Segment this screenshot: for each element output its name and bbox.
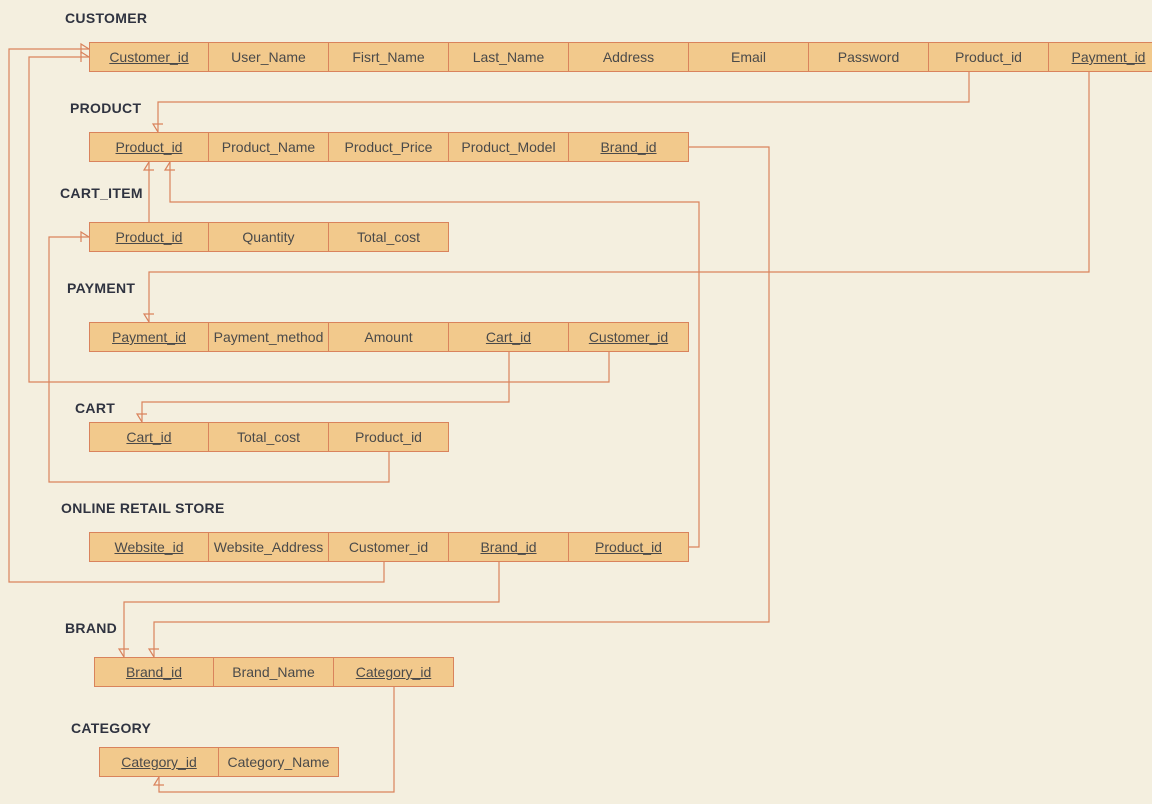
cart-field-total-cost: Total_cost	[208, 422, 329, 452]
payment-field-customer-id: Customer_id	[568, 322, 689, 352]
customer-field-last-name: Last_Name	[448, 42, 569, 72]
store-customer-id-to-customer-connector	[8, 42, 385, 583]
online-retail-store-field-customer-id: Customer_id	[328, 532, 449, 562]
customer-payment-id-to-payment-arrowhead	[142, 313, 154, 323]
cart-field-product-id: Product_id	[328, 422, 449, 452]
product-field-product-id: Product_id	[89, 132, 209, 162]
cart-item-table-title: CART_ITEM	[60, 185, 143, 201]
brand-field-brand-id: Brand_id	[94, 657, 214, 687]
customer-payment-id-to-payment-connector	[142, 72, 1090, 323]
customer-field-product-id: Product_id	[928, 42, 1049, 72]
product-brand-id-to-brand-connector	[147, 146, 770, 658]
cart-product-id-to-cart-item-arrowhead	[80, 230, 90, 242]
payment-field-payment-method: Payment_method	[208, 322, 329, 352]
customer-field-email: Email	[688, 42, 809, 72]
store-product-id-to-product-arrowhead	[163, 161, 175, 171]
product-field-brand-id: Brand_id	[568, 132, 689, 162]
store-brand-id-to-brand-connector	[117, 562, 500, 658]
payment-field-payment-id: Payment_id	[89, 322, 209, 352]
online-retail-store-field-website-id: Website_id	[89, 532, 209, 562]
category-field-category-name: Category_Name	[218, 747, 339, 777]
online-retail-store-table-title: ONLINE RETAIL STORE	[61, 500, 225, 516]
customer-field-password: Password	[808, 42, 929, 72]
online-retail-store-field-brand-id: Brand_id	[448, 532, 569, 562]
customer-product-id-to-product-arrowhead	[151, 123, 163, 133]
cart-table-title: CART	[75, 400, 116, 416]
store-product-id-to-product-connector	[163, 161, 700, 548]
brand-field-brand-name: Brand_Name	[213, 657, 334, 687]
cart-item-product-id-to-product-connector	[142, 161, 154, 222]
cart-item-field-quantity: Quantity	[208, 222, 329, 252]
customer-field-payment-id: Payment_id	[1048, 42, 1152, 72]
category-table-title: CATEGORY	[71, 720, 152, 736]
cart-field-cart-id: Cart_id	[89, 422, 209, 452]
customer-field-user-name: User_Name	[208, 42, 329, 72]
product-field-product-name: Product_Name	[208, 132, 329, 162]
cart-item-field-product-id: Product_id	[89, 222, 209, 252]
online-retail-store-field-product-id: Product_id	[568, 532, 689, 562]
brand-category-id-to-category-arrowhead	[152, 776, 164, 786]
online-retail-store-field-website-address: Website_Address	[208, 532, 329, 562]
cart-product-id-to-cart-item-connector	[48, 230, 390, 483]
customer-field-address: Address	[568, 42, 689, 72]
product-field-product-price: Product_Price	[328, 132, 449, 162]
product-field-product-model: Product_Model	[448, 132, 569, 162]
payment-cart-id-to-cart-connector	[135, 352, 510, 423]
store-customer-id-to-customer-arrowhead	[80, 42, 90, 54]
brand-field-category-id: Category_id	[333, 657, 454, 687]
product-table-title: PRODUCT	[70, 100, 142, 116]
customer-field-fisrt-name: Fisrt_Name	[328, 42, 449, 72]
brand-category-id-to-category-connector	[152, 687, 395, 793]
customer-product-id-to-product-connector	[151, 72, 970, 133]
store-brand-id-to-brand-arrowhead	[117, 648, 129, 658]
payment-table-title: PAYMENT	[67, 280, 136, 296]
payment-field-amount: Amount	[328, 322, 449, 352]
customer-field-customer-id: Customer_id	[89, 42, 209, 72]
product-brand-id-to-brand-arrowhead	[147, 648, 159, 658]
cart-item-field-total-cost: Total_cost	[328, 222, 449, 252]
payment-cart-id-to-cart-arrowhead	[135, 413, 147, 423]
cart-item-product-id-to-product-arrowhead	[142, 161, 154, 171]
category-field-category-id: Category_id	[99, 747, 219, 777]
brand-table-title: BRAND	[65, 620, 118, 636]
customer-table-title: CUSTOMER	[65, 10, 148, 26]
payment-field-cart-id: Cart_id	[448, 322, 569, 352]
